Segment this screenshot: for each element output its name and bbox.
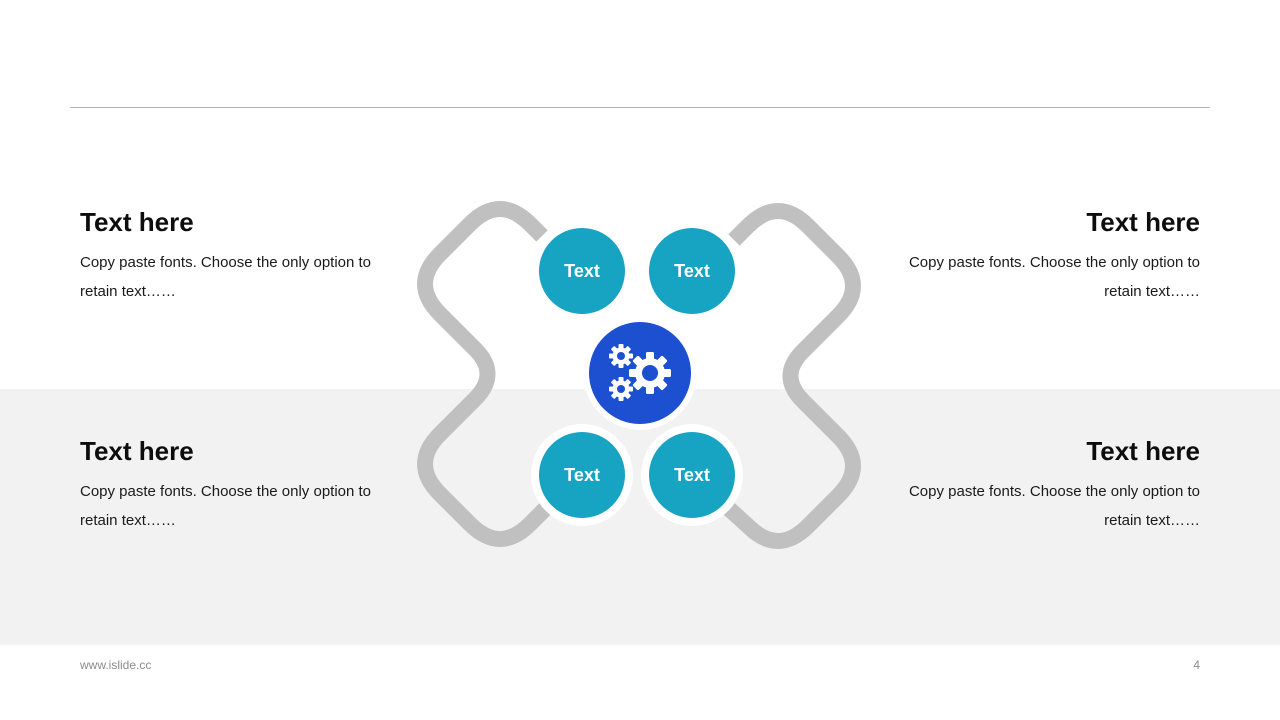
block-title: Text here [80,436,194,466]
block-title: Text here [1086,436,1200,466]
page-number: 4 [1193,658,1200,672]
block-body: Copy paste fonts. Choose the only option… [908,483,1200,529]
node-label: Text [564,261,600,281]
node-bottom-left: Text [531,424,633,526]
text-block-bottom-right: Text here Copy paste fonts. Choose the o… [880,435,1200,535]
connector-right [720,203,861,549]
text-block-bottom-left: Text here Copy paste fonts. Choose the o… [80,435,400,535]
text-block-top-left: Text here Copy paste fonts. Choose the o… [80,206,400,306]
node-label: Text [564,465,600,485]
text-block-top-right: Text here Copy paste fonts. Choose the o… [880,206,1200,306]
block-title: Text here [80,207,194,237]
node-top-right: Text [642,221,742,321]
connector-left [417,201,554,547]
gears-icon [609,344,671,401]
footer-url[interactable]: www.islide.cc [80,658,152,672]
block-body: Copy paste fonts. Choose the only option… [908,254,1200,300]
node-bottom-right: Text [641,424,743,526]
block-body: Copy paste fonts. Choose the only option… [80,254,372,300]
center-hub [583,316,697,430]
node-label: Text [674,465,710,485]
background-band [0,389,1280,645]
node-top-left: Text [532,221,632,321]
top-divider [70,107,1210,108]
block-body: Copy paste fonts. Choose the only option… [80,483,372,529]
block-title: Text here [1086,207,1200,237]
node-label: Text [674,261,710,281]
